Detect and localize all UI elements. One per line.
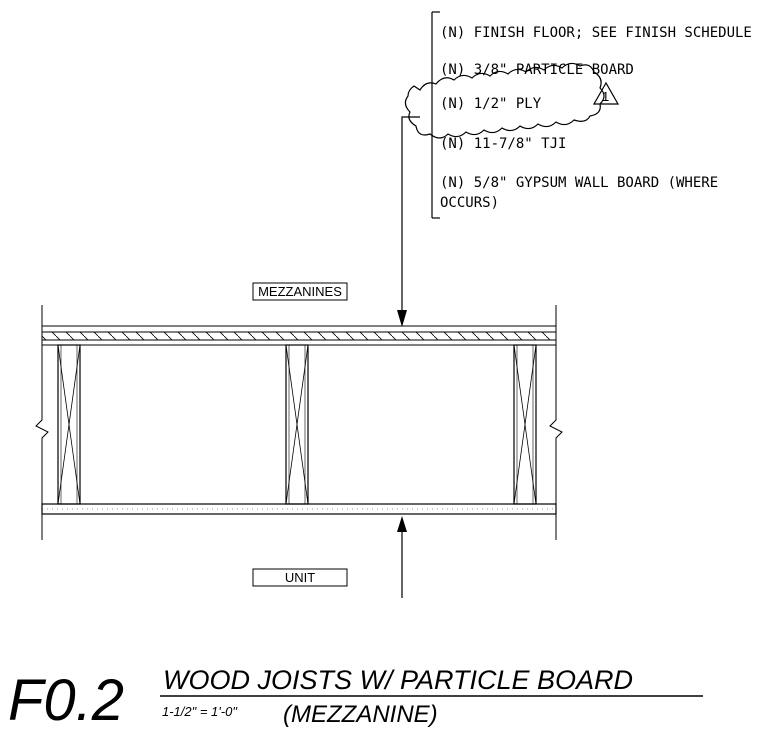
revision-triangle xyxy=(592,81,620,105)
lower-leader xyxy=(397,516,407,598)
label-upper: MEZZANINES xyxy=(252,282,348,301)
joist xyxy=(285,344,309,505)
note-gypsum-cont: OCCURS) xyxy=(440,195,499,211)
note-gypsum: (N) 5/8" GYPSUM WALL BOARD (WHERE xyxy=(440,175,718,191)
label-lower: UNIT xyxy=(252,568,348,587)
note-particle-board: (N) 3/8" PARTICLE BOARD xyxy=(440,62,634,78)
ceiling-gypsum xyxy=(41,503,557,515)
break-lines xyxy=(35,305,563,540)
note-finish-floor: (N) FINISH FLOOR; SEE FINISH SCHEDULE xyxy=(440,25,752,41)
detail-scale: 1-1/2" = 1'-0" xyxy=(162,704,238,719)
joist xyxy=(57,344,81,505)
note-tji: (N) 11-7/8" TJI xyxy=(440,136,566,152)
notes-bracket xyxy=(431,11,440,219)
note-ply: (N) 1/2" PLY xyxy=(440,96,542,112)
detail-title: WOOD JOISTS W/ PARTICLE BOARD xyxy=(163,665,633,695)
revision-cloud xyxy=(404,62,605,139)
detail-subtitle: (MEZZANINE) xyxy=(283,701,438,728)
revision-number: 1 xyxy=(602,89,609,104)
joist xyxy=(513,344,537,505)
detail-number: F0.2 xyxy=(8,668,124,733)
svg-text:MEZZANINES: MEZZANINES xyxy=(258,284,342,299)
leader-line xyxy=(397,116,420,327)
floor-assembly xyxy=(41,325,557,346)
svg-text:UNIT: UNIT xyxy=(285,570,315,585)
